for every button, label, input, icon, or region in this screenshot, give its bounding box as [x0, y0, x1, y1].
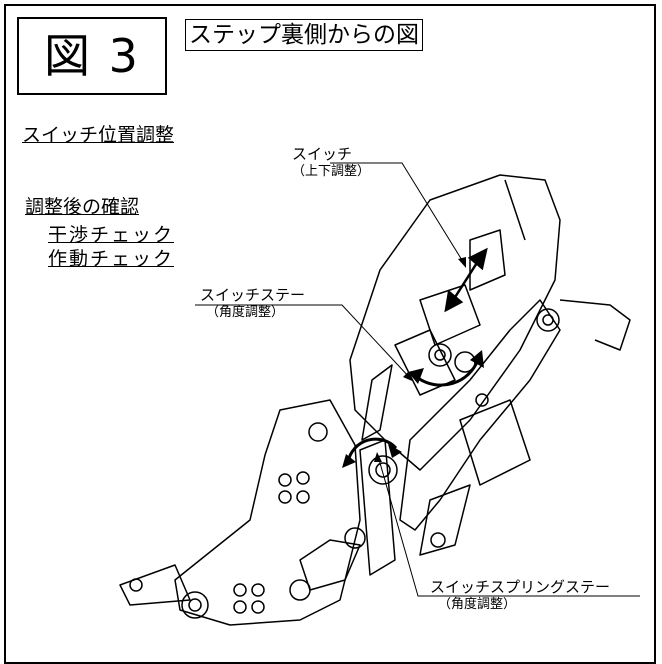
callout-switch: スイッチ （上下調整） — [292, 146, 370, 180]
base-plate-tab — [119, 564, 191, 606]
callout-switch-stay-name: スイッチステー — [200, 286, 306, 304]
callout-switch-note: （上下調整） — [292, 164, 371, 179]
switch-stay — [394, 329, 456, 396]
cylinder — [459, 399, 531, 486]
callout-spring-stay-note: （角度調整） — [438, 597, 517, 612]
base-plate — [174, 399, 361, 626]
spring-rod — [361, 364, 393, 441]
spring-stay — [359, 439, 396, 576]
cylinder-clevis — [419, 484, 471, 556]
callout-switch-stay: スイッチステー （角度調整） — [200, 287, 305, 321]
leader-switch — [330, 162, 466, 266]
mechanical-drawing — [119, 162, 640, 626]
callout-spring-stay: スイッチスプリングステー （角度調整） — [430, 579, 610, 613]
section-heading: スイッチ位置調整 — [22, 124, 175, 146]
pedal-end — [559, 299, 631, 351]
figure-caption: ステップ裏側からの図 — [185, 19, 423, 51]
callout-spring-stay-name: スイッチスプリングステー — [430, 578, 611, 596]
leader-switch-stay — [195, 304, 411, 379]
callout-switch-name: スイッチ — [292, 145, 353, 163]
pedal-arm — [399, 299, 561, 531]
leader-spring-stay — [377, 455, 640, 597]
check-item-interference: 干渉チェック — [48, 224, 175, 246]
callout-switch-stay-note: （角度調整） — [206, 305, 285, 320]
check-title: 調整後の確認 — [25, 196, 140, 218]
figure-number: 図 3 — [17, 17, 167, 95]
check-item-operation: 作動チェック — [48, 248, 175, 270]
